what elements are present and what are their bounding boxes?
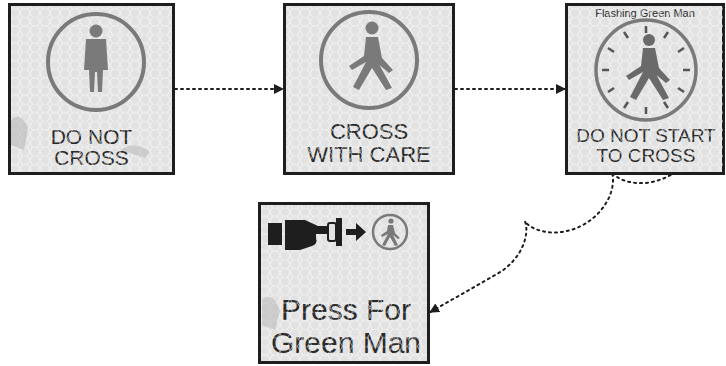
clock-ticks [602, 26, 690, 114]
pointing-hand [285, 220, 334, 250]
press-button-pictogram [268, 215, 407, 250]
sign-photo: DO NOT CROSS [8, 3, 175, 175]
symbol-ring [321, 12, 417, 108]
symbol-ring [48, 14, 144, 110]
dotted-arrow [455, 88, 565, 90]
figure-head [388, 218, 393, 223]
sign-caption: DO NOT START TO CROSS [568, 126, 724, 166]
figure-body [626, 48, 670, 100]
sign-caption: DO NOT CROSS [12, 126, 172, 168]
sign-heading: Flashing Green Man [570, 8, 720, 19]
reflective-texture [568, 6, 723, 172]
sign-photo: Press For Green Man [258, 202, 430, 364]
sign-photo: CROSS WITH CARE [283, 3, 455, 175]
dotted-arrow [175, 88, 283, 90]
reflective-texture [286, 6, 452, 172]
flashing-man-symbol [596, 20, 696, 120]
symbol-ring [596, 20, 696, 120]
figure-body [381, 225, 400, 246]
reflective-texture [11, 6, 172, 172]
push-button [328, 223, 336, 241]
figure-head [366, 22, 379, 35]
sign-caption: Press For Green Man [261, 293, 431, 359]
wear-mark [120, 145, 150, 158]
arrow-symbol [346, 223, 366, 241]
figure-body [349, 37, 393, 90]
button-housing [336, 218, 342, 246]
wear-mark [11, 116, 28, 150]
figure-body [84, 39, 108, 92]
sign-photo: Flashing Green Man DO NOT START TO CROSS [565, 3, 725, 175]
green-man-symbol [321, 12, 417, 108]
wear-mark [262, 297, 280, 330]
figure-head [643, 34, 655, 46]
red-man-symbol [48, 14, 144, 110]
reflective-texture [261, 205, 427, 361]
symbol-ring [373, 215, 407, 249]
figure-head [90, 25, 103, 38]
sign-caption: CROSS WITH CARE [304, 120, 434, 166]
dotted-arrow [430, 172, 671, 312]
hand-cuff [268, 223, 282, 245]
